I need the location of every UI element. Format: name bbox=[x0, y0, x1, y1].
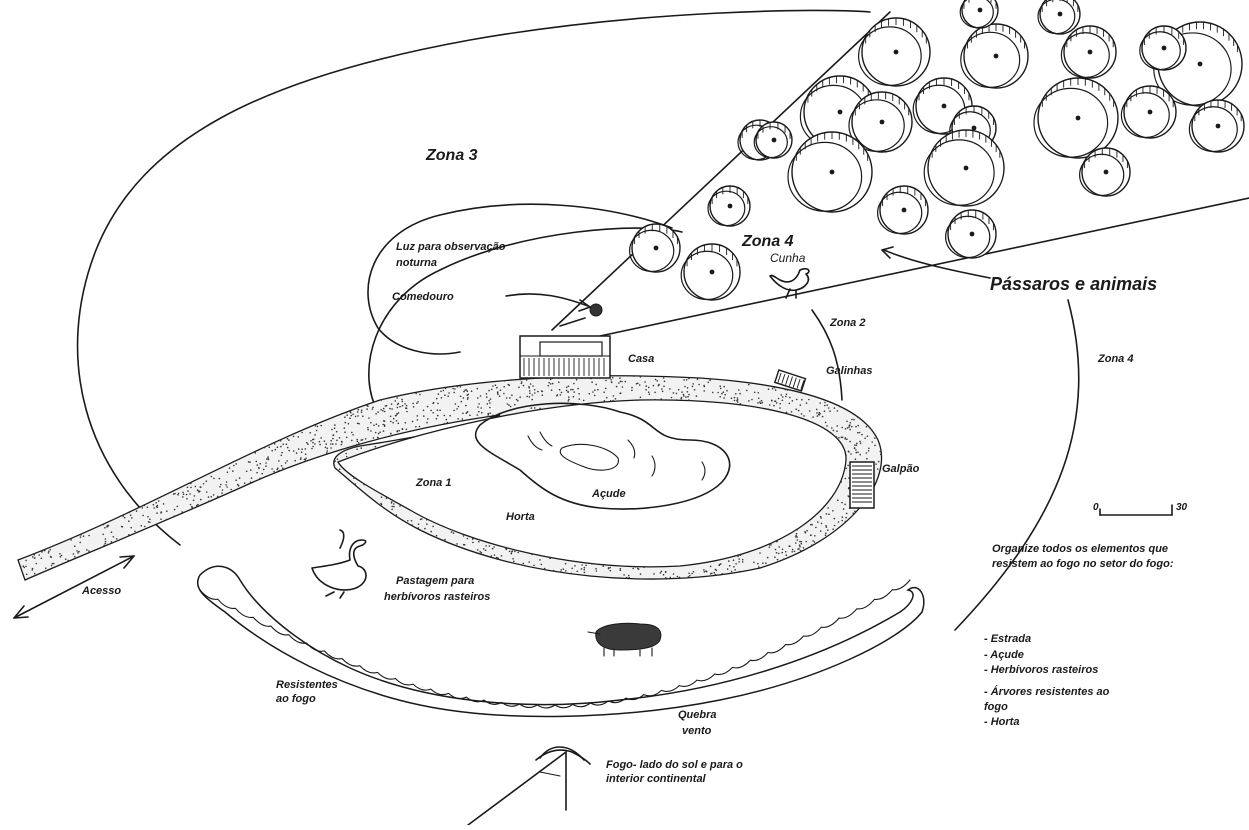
acesso-label: Acesso bbox=[81, 585, 121, 597]
scale-bar: 0 30 bbox=[1093, 502, 1188, 516]
zone-4-boundary-right bbox=[954, 299, 1080, 631]
zone-2-boundary-right bbox=[811, 309, 843, 401]
tree-icon bbox=[1120, 85, 1177, 139]
tree-icon bbox=[787, 131, 873, 213]
horta-label: Horta bbox=[506, 511, 535, 523]
bird-icon bbox=[769, 267, 810, 299]
pastagem-label-line1: Pastagem para bbox=[396, 575, 474, 587]
birds-arrowhead bbox=[881, 246, 894, 259]
tree-icon bbox=[1060, 25, 1117, 79]
light-arrow bbox=[559, 317, 586, 327]
zona-3-label: Zona 3 bbox=[425, 147, 478, 164]
windbreak bbox=[196, 565, 925, 718]
zone-2-boundary bbox=[368, 227, 683, 413]
tree-icon bbox=[1033, 77, 1119, 159]
notes-item-6: - Horta bbox=[984, 716, 1019, 728]
windbreak-scallops bbox=[199, 579, 911, 709]
tree-icon bbox=[848, 91, 913, 153]
notes-item-1: - Estrada bbox=[984, 633, 1031, 645]
goose-icon bbox=[311, 529, 367, 599]
tree-icon bbox=[944, 209, 997, 259]
tree-icon bbox=[753, 121, 793, 159]
zona-2-label: Zona 2 bbox=[829, 317, 865, 329]
cunha-label: Cunha bbox=[770, 251, 806, 265]
night-light-loop bbox=[367, 203, 673, 355]
tree-icon bbox=[876, 185, 929, 235]
house-icon bbox=[519, 335, 611, 379]
comedouro-arrow bbox=[505, 293, 589, 307]
zona-1-label: Zona 1 bbox=[415, 477, 451, 489]
sheep-icon bbox=[587, 622, 662, 657]
notes-heading-line1: Organize todos os elementos que bbox=[992, 543, 1168, 555]
wedge-line-lower bbox=[599, 197, 1249, 337]
tree-icon bbox=[680, 243, 741, 301]
access-arrowhead-left bbox=[13, 605, 29, 619]
pond-ripple-4 bbox=[651, 455, 656, 477]
birds-animals-label: Pássaros e animais bbox=[990, 274, 1157, 294]
tree-icon bbox=[707, 185, 751, 227]
pond-ripple-1 bbox=[527, 435, 543, 451]
comedouro-label: Comedouro bbox=[392, 291, 454, 303]
notes-item-4: - Árvores resistentes ao bbox=[984, 685, 1110, 698]
forest-trees bbox=[628, 0, 1245, 301]
fogo-label-line2: interior continental bbox=[606, 773, 707, 785]
pond-inner bbox=[559, 443, 619, 471]
shed-icon bbox=[849, 461, 875, 509]
tree-icon bbox=[959, 0, 999, 29]
resistentes-label-line1: Resistentes bbox=[276, 679, 338, 691]
birds-arrow bbox=[883, 249, 991, 279]
tree-icon bbox=[1037, 0, 1081, 35]
tree-icon bbox=[1079, 147, 1131, 197]
notes-item-5: fogo bbox=[984, 701, 1008, 713]
scale-left-label: 0 bbox=[1093, 502, 1099, 513]
quebra-vento-label-line1: Quebra bbox=[678, 709, 717, 721]
tree-icon bbox=[923, 129, 1005, 207]
pastagem-label-line2: herbívoros rasteiros bbox=[384, 591, 490, 603]
fogo-label-line1: Fogo- lado do sol e para o bbox=[606, 759, 743, 771]
galpao-label: Galpão bbox=[882, 463, 920, 475]
night-light-label-line1: Luz para observação bbox=[396, 241, 506, 253]
galinhas-label: Galinhas bbox=[826, 365, 872, 377]
comedouro-arrowhead bbox=[578, 299, 591, 312]
pond-ripple-2 bbox=[539, 431, 553, 447]
quebra-vento-label-line2: vento bbox=[682, 725, 712, 737]
notes-heading-line2: resistem ao fogo no setor do fogo: bbox=[992, 558, 1174, 570]
wedge-line-upper bbox=[551, 11, 891, 331]
tree-icon bbox=[960, 23, 1029, 89]
notes-item-3: - Herbívoros rasteiros bbox=[984, 664, 1098, 676]
night-light-label-line2: noturna bbox=[396, 257, 437, 269]
zone-3-boundary bbox=[76, 9, 871, 546]
notes-item-2: - Açude bbox=[984, 649, 1024, 661]
access-arrowhead-right bbox=[119, 555, 135, 569]
fire-direction-arrow-icon bbox=[467, 746, 591, 826]
zona-4-wedge-label: Zona 4 bbox=[741, 233, 794, 250]
feeder-icon bbox=[589, 303, 603, 317]
tree-icon bbox=[628, 223, 681, 273]
zona-4-right-label: Zona 4 bbox=[1097, 353, 1133, 365]
tree-icon bbox=[1188, 99, 1245, 153]
chicken-coop-icon bbox=[773, 369, 807, 392]
pond bbox=[474, 402, 731, 510]
tree-icon bbox=[1139, 25, 1187, 71]
casa-label: Casa bbox=[628, 353, 654, 365]
access-arrow bbox=[13, 555, 135, 619]
pond-ripple-3 bbox=[627, 439, 636, 459]
tree-icon bbox=[857, 17, 931, 87]
scale-right-label: 30 bbox=[1176, 502, 1188, 513]
zona-1-island bbox=[337, 399, 847, 568]
pond-ripple-5 bbox=[701, 461, 706, 481]
acude-label: Açude bbox=[591, 488, 626, 500]
resistentes-label-line2: ao fogo bbox=[276, 693, 316, 705]
